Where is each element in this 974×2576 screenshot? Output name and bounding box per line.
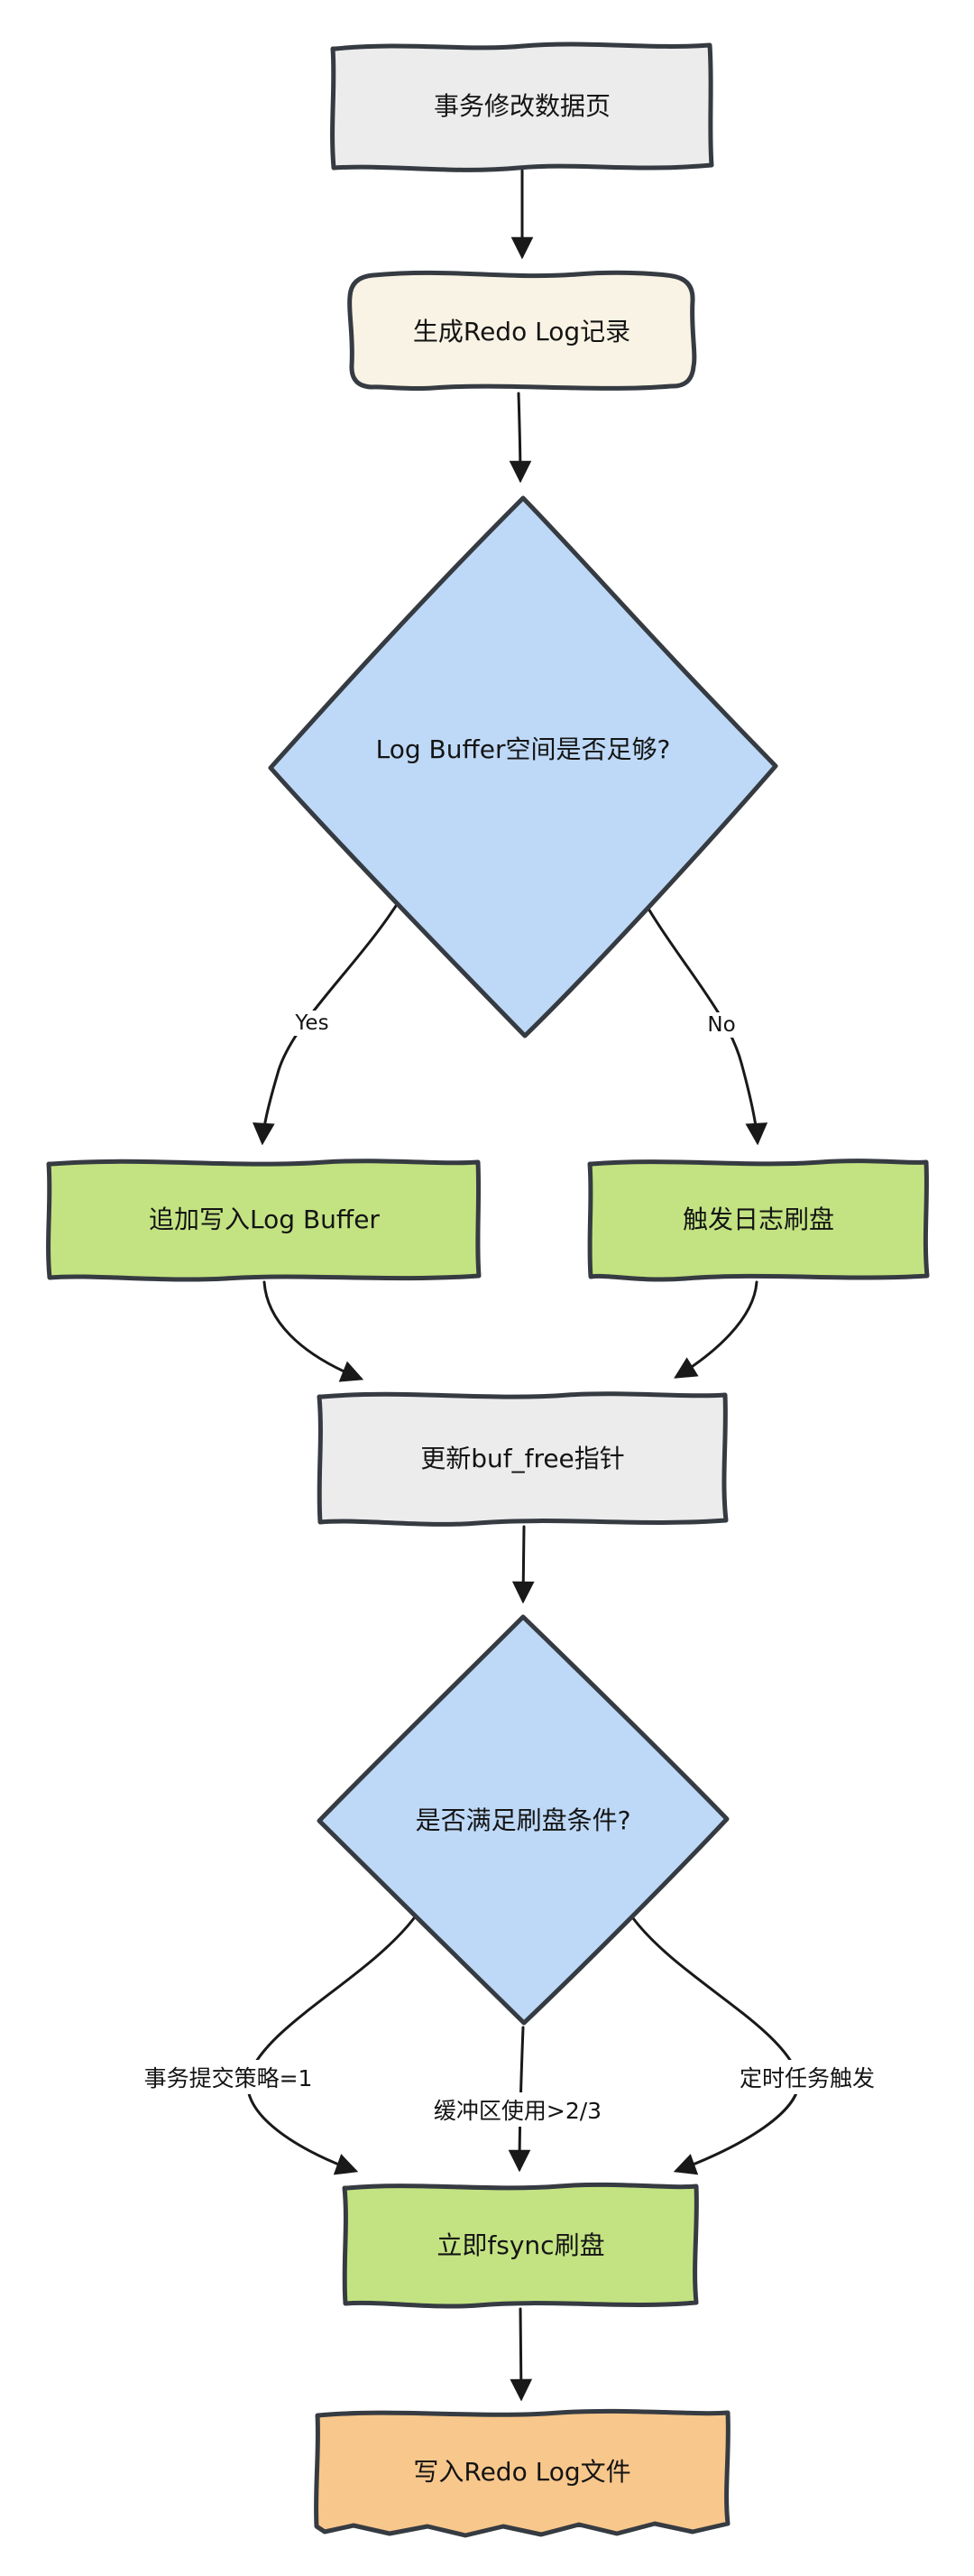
node-buffree-shape (317, 1391, 729, 1527)
edge-decision1-no-to-trigger (630, 879, 758, 1142)
node-write-shape (314, 2408, 730, 2538)
edge-trigger-to-buffree (676, 1280, 758, 1377)
edge-generate-to-decision1 (519, 392, 520, 480)
edge-decision1-yes-to-append (262, 879, 413, 1142)
node-decision2-shape (317, 1614, 730, 2026)
edge-decision2-policy-to-fsync (246, 1916, 416, 2171)
edge-buffree-to-decision2 (523, 1525, 524, 1601)
node-append-shape (46, 1159, 482, 1282)
edge-decision2-buffer-to-fsync (519, 2026, 523, 2169)
edge-append-to-buffree (262, 1280, 361, 1379)
node-decision1-shape (268, 495, 778, 1039)
node-generate-shape (347, 270, 697, 392)
node-fsync-shape (342, 2182, 699, 2309)
node-modify-shape (330, 42, 714, 172)
node-trigger-shape (587, 1159, 930, 1282)
edge-decision2-timer-to-fsync (631, 1916, 801, 2171)
edge-fsync-to-write (520, 2307, 521, 2398)
